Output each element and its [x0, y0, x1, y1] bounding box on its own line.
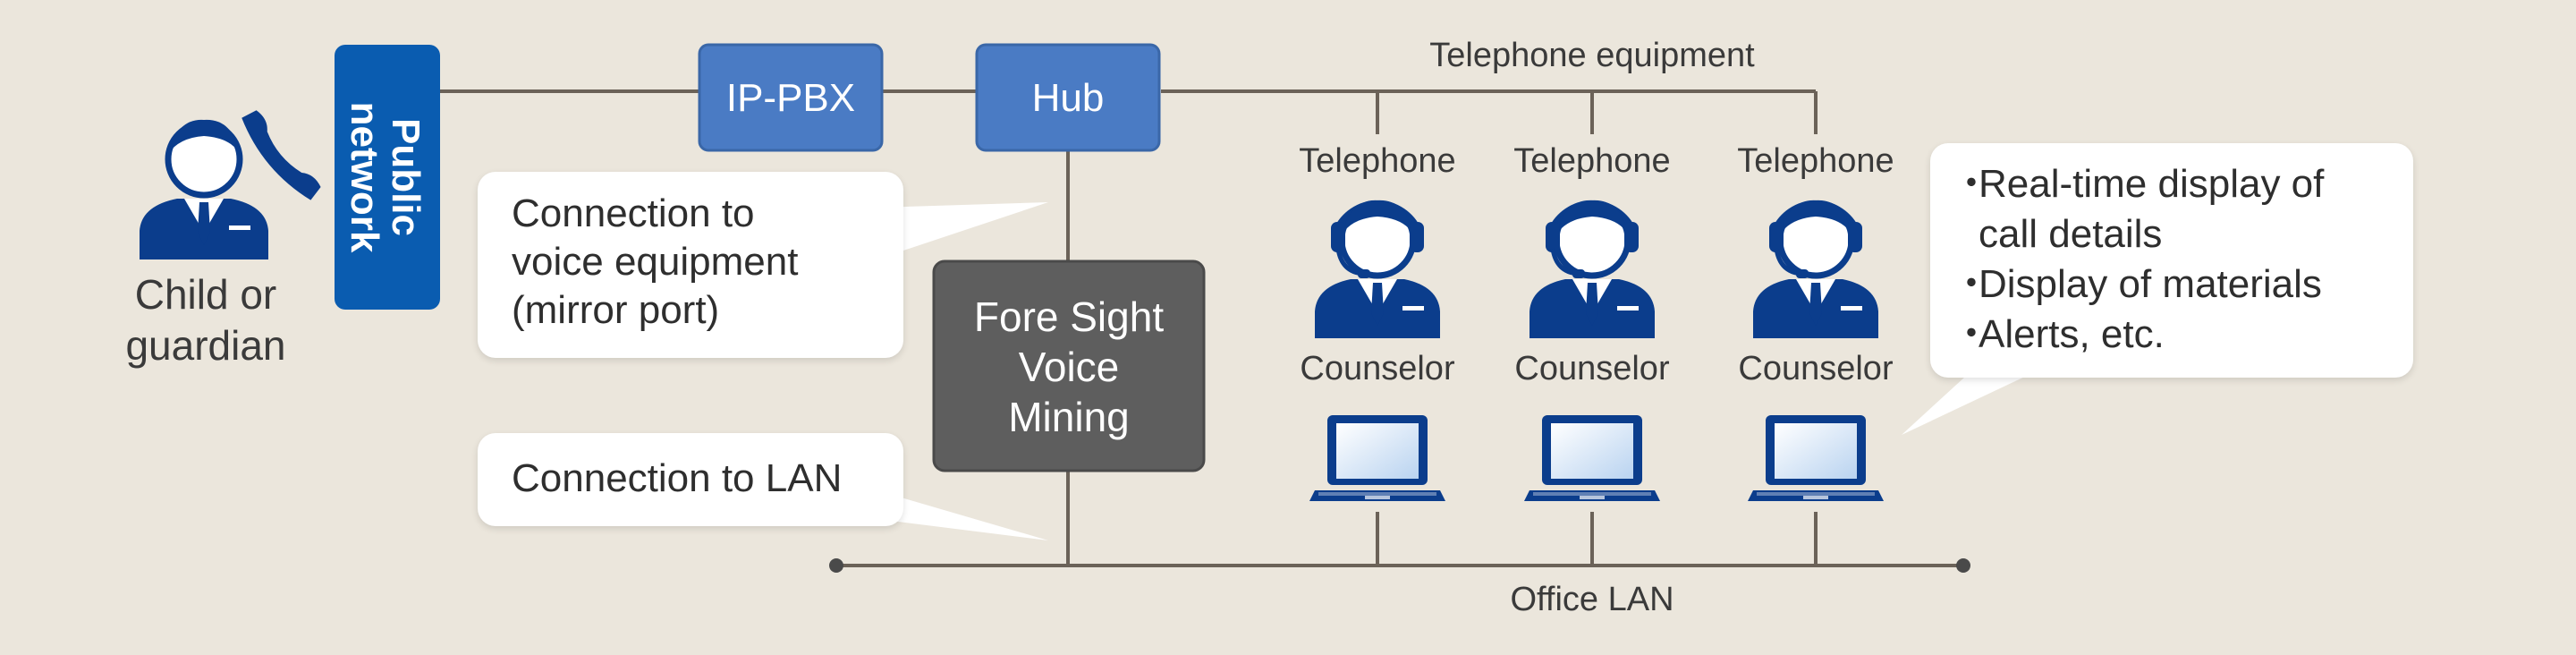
laptop-icon-2 [1524, 415, 1660, 501]
voice-mining-line1: Fore Sight [974, 293, 1164, 340]
telephone-label-1: Telephone [1299, 142, 1455, 180]
ip-pbx-label: IP-PBX [726, 76, 855, 120]
voice-mining-box [932, 259, 1206, 472]
counselor-icon-1 [1315, 200, 1440, 338]
public-network-line1: Public [384, 118, 428, 236]
callout-voice-tail [877, 202, 1048, 259]
phone-handset-icon [242, 110, 321, 200]
callout-voice-line3: (mirror port) [512, 288, 720, 332]
counselor-icon-2 [1530, 200, 1655, 338]
public-network-label: Public network [343, 102, 428, 253]
caller-icon [140, 119, 268, 259]
lan-endpoint-left [829, 558, 843, 573]
laptop-icon-3 [1748, 415, 1884, 501]
hub-label: Hub [1032, 76, 1105, 120]
telephone-equipment-label: Telephone equipment [1429, 37, 1755, 74]
callout-voice-equipment: Connection to voice equipment (mirror po… [478, 172, 903, 358]
feature-item-2: ・ Display of materials [1952, 259, 2413, 310]
public-network-line2: network [343, 102, 386, 253]
callout-voice-line2: voice equipment [512, 240, 799, 284]
feature-item-3: ・ Alerts, etc. [1952, 310, 2413, 360]
public-network-box [335, 45, 440, 310]
feature-item-1: ・ Real-time display of call details [1952, 159, 2413, 259]
lan-endpoint-right [1956, 558, 1970, 573]
feature-item-3-line1: Alerts, etc. [1979, 312, 2165, 356]
counselor-label-2: Counselor [1514, 350, 1670, 387]
office-lan-label: Office LAN [1510, 581, 1674, 618]
counselor-label-3: Counselor [1738, 350, 1894, 387]
feature-item-1-line1: Real-time display of [1979, 162, 2325, 206]
voice-mining-line2: Voice [1019, 344, 1120, 390]
voice-mining-line3: Mining [1008, 394, 1130, 440]
feature-bullet-1: ・ [1952, 162, 1991, 206]
caller-label-line1: Child or [135, 271, 277, 318]
callout-voice-line1: Connection to [512, 191, 755, 235]
feature-item-1-line2: call details [1979, 212, 2163, 256]
feature-item-2-line1: Display of materials [1979, 262, 2322, 306]
laptop-icon-1 [1309, 415, 1445, 501]
feature-bullet-3: ・ [1952, 312, 1991, 356]
telephone-label-3: Telephone [1737, 142, 1894, 180]
telephone-label-2: Telephone [1513, 142, 1670, 180]
counselor-icon-3 [1753, 200, 1878, 338]
callout-lan-connection: Connection to LAN [478, 433, 903, 526]
callout-lan-tail [877, 490, 1048, 540]
callout-features: ・ Real-time display of call details ・ Di… [1930, 143, 2413, 378]
caller-label-line2: guardian [125, 322, 285, 369]
hub-box [975, 43, 1161, 152]
callout-lan-label: Connection to LAN [512, 456, 843, 500]
ip-pbx-box [698, 43, 884, 152]
feature-bullet-2: ・ [1952, 262, 1991, 306]
counselor-label-1: Counselor [1300, 350, 1455, 387]
